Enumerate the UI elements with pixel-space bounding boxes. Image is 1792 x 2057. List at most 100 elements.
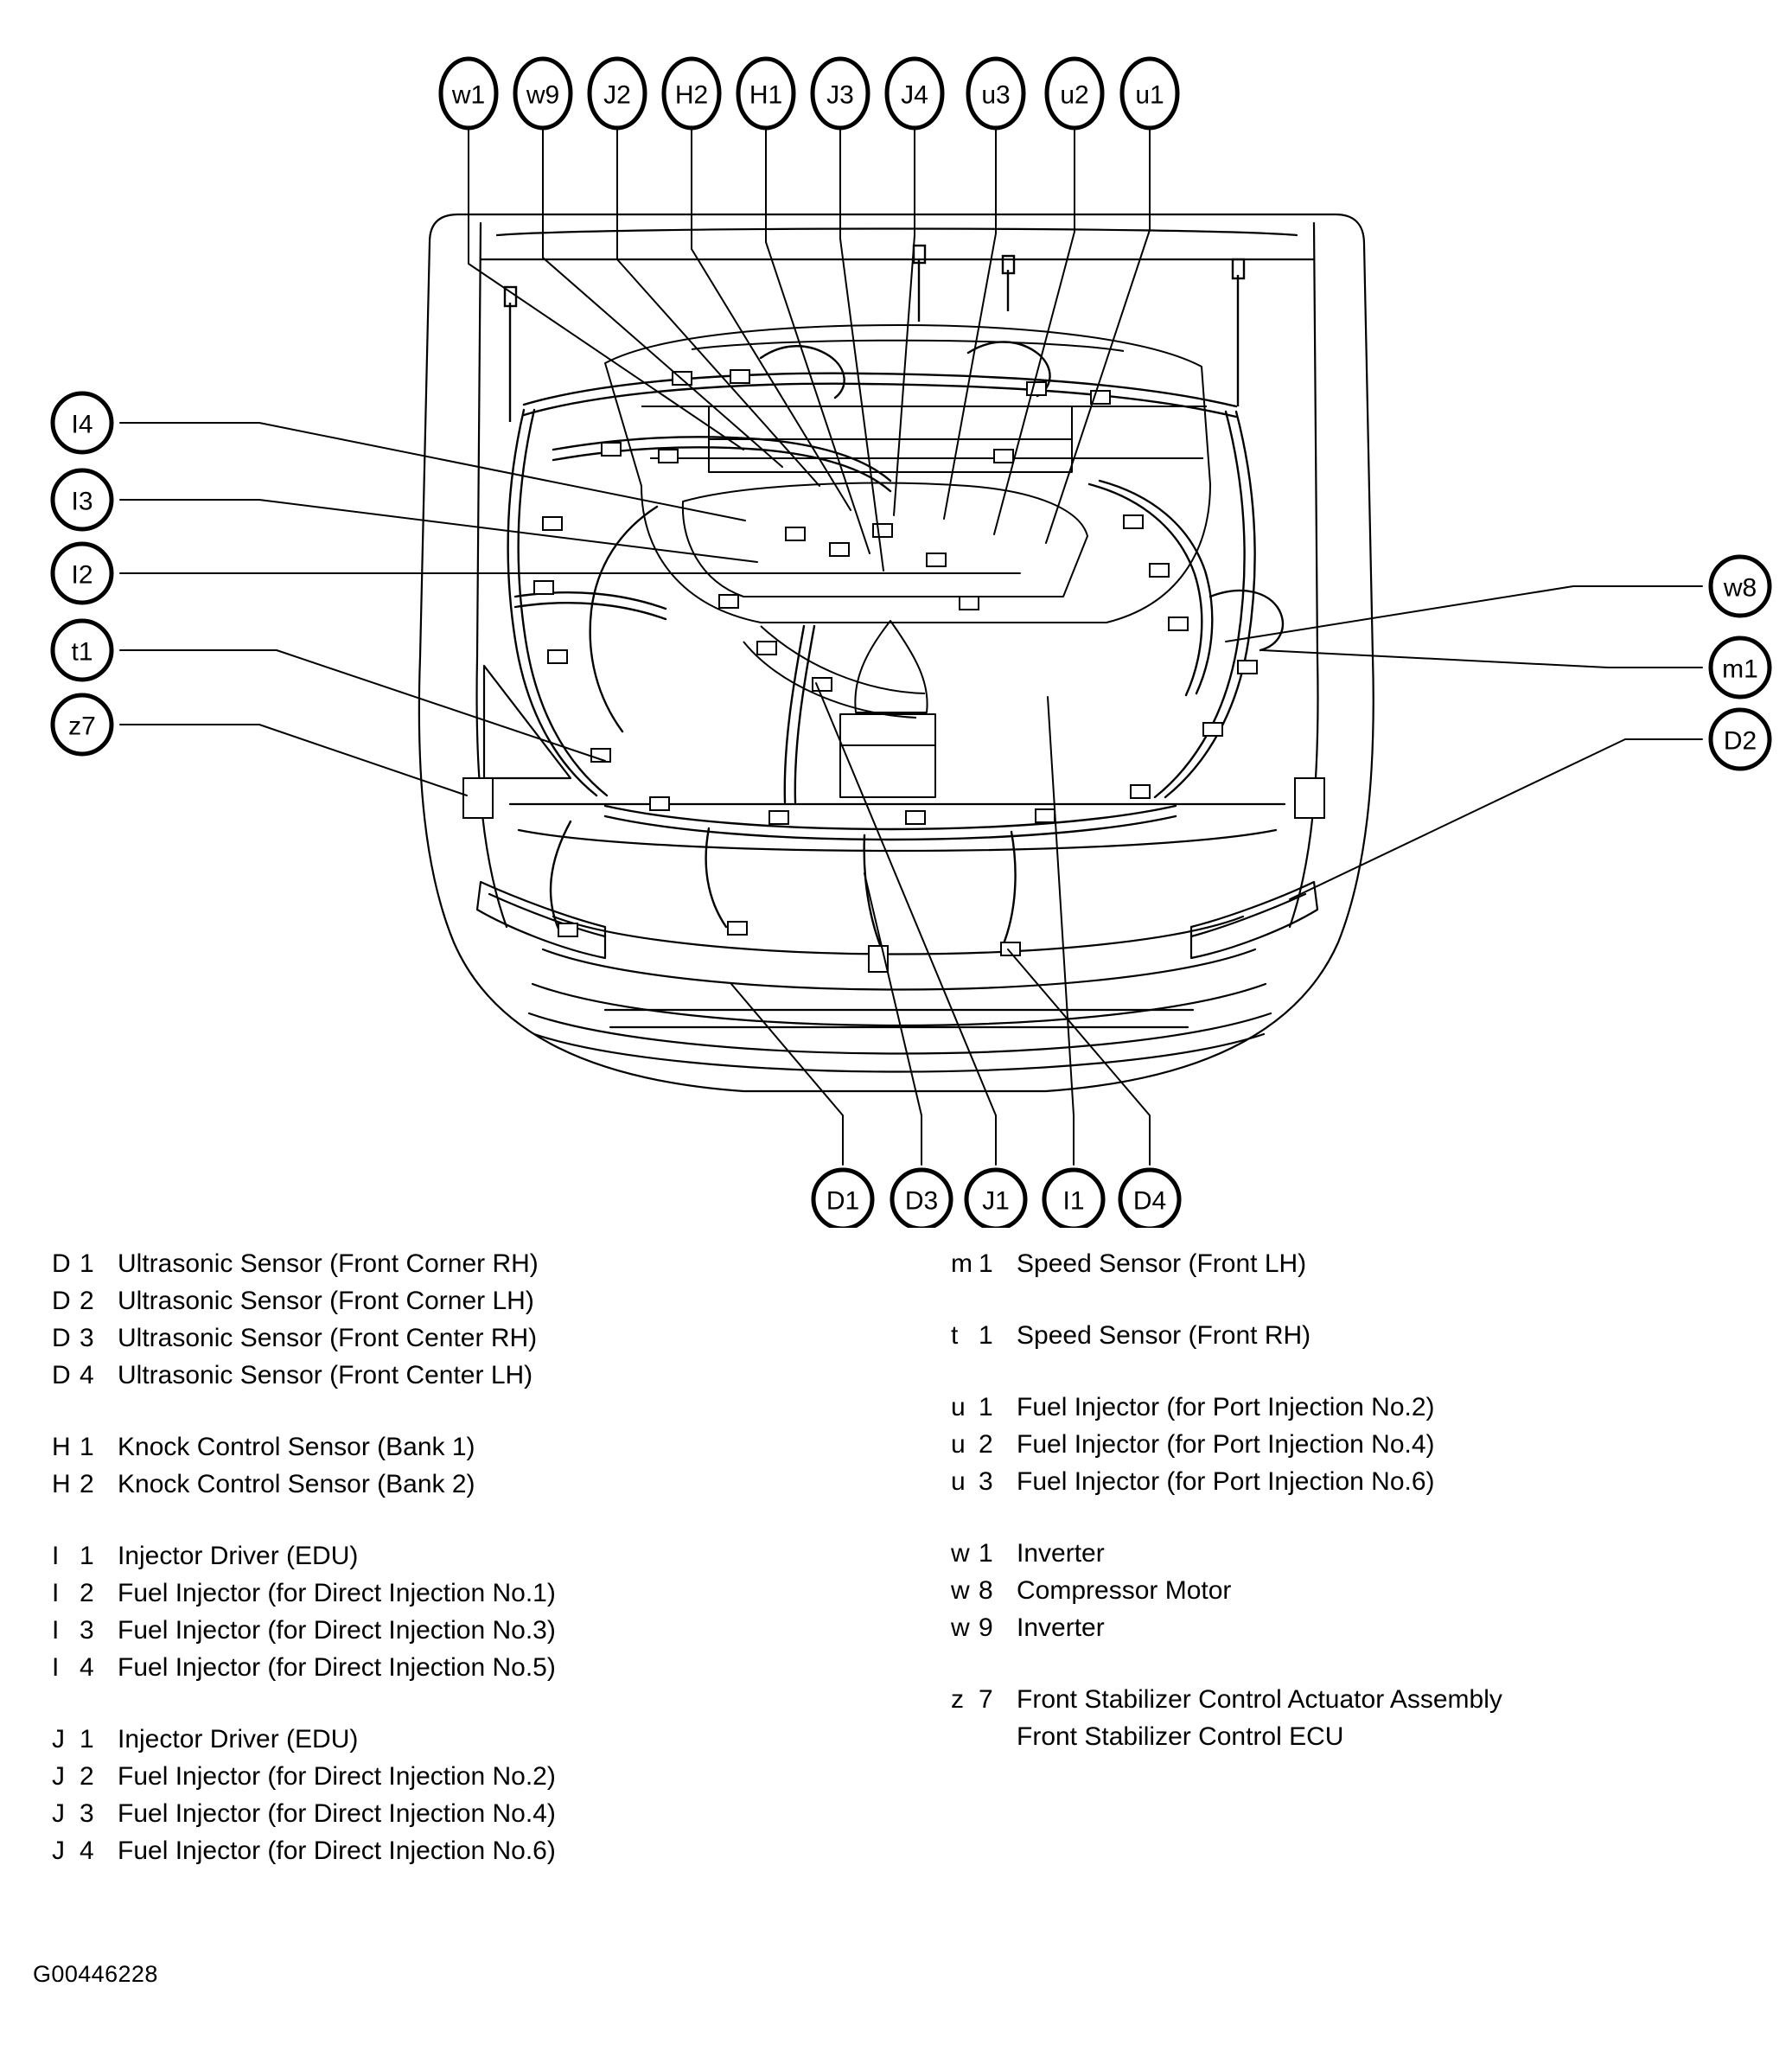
figure-code: G00446228 [33,1961,158,1987]
legend-code-number: 3 [80,1324,94,1352]
legend-code-number: 1 [80,1433,94,1461]
callout-label: I2 [71,561,92,590]
legend-description: Fuel Injector (for Port Injection No.6) [1017,1467,1435,1496]
legend-code-letter: D [52,1287,71,1315]
legend-description: Fuel Injector (for Direct Injection No.2… [118,1762,556,1791]
callout-label: D2 [1724,727,1757,756]
legend-code-letter: I [52,1579,60,1607]
callout-bubble-u1[interactable]: u1 [1119,56,1180,131]
legend-code-letter: D [52,1324,71,1352]
callout-bubble-j1[interactable]: J1 [964,1167,1028,1228]
callout-bubble-d4[interactable]: D4 [1118,1167,1182,1228]
legend-code-letter: u [951,1393,966,1421]
legend-description: Injector Driver (EDU) [118,1725,359,1754]
callout-label: I3 [71,488,92,516]
callout-label: w9 [526,81,559,110]
callout-label: w8 [1723,574,1757,603]
callout-label: u2 [1060,81,1088,110]
vehicle-body-outline [418,213,1374,1093]
legend-code-number: 1 [979,1393,993,1421]
callout-bubble-d2[interactable]: D2 [1708,707,1772,771]
legend-code-letter: J [52,1762,65,1791]
legend-description: Compressor Motor [1017,1576,1232,1605]
callout-leader-lines [119,127,1703,1166]
legend-code-letter: H [52,1470,71,1498]
harness-support-rods [503,244,1246,422]
legend-code-letter: J [52,1837,65,1865]
legend-description: Ultrasonic Sensor (Front Center RH) [118,1324,538,1352]
callout-bubble-i3[interactable]: I3 [50,468,114,532]
legend-row: u 1 Fuel Injector (for Port Injection No… [951,1389,1763,1426]
wiring-diagram-figure: w1 w9 J2 H2 H1 J3 J4 u3 [50,56,1772,1228]
callout-bubble-m1[interactable]: m1 [1708,636,1772,700]
callout-bubble-d1[interactable]: D1 [811,1167,875,1228]
legend-group-d: D 1 Ultrasonic Sensor (Front Corner RH) … [52,1245,899,1394]
legend-description: Fuel Injector (for Port Injection No.2) [1017,1393,1435,1421]
legend-code-number: 7 [979,1685,993,1714]
legend-code-letter: w [951,1576,970,1605]
legend-row: u 2 Fuel Injector (for Port Injection No… [951,1426,1763,1463]
legend-code-letter: u [951,1467,966,1496]
component-legend: D 1 Ultrasonic Sensor (Front Corner RH) … [0,1245,1792,1997]
legend-description: Fuel Injector (for Direct Injection No.5… [118,1653,556,1682]
callout-bubble-j3[interactable]: J3 [810,56,870,131]
callout-label: D3 [905,1187,938,1216]
legend-code-letter: J [52,1725,65,1754]
callout-label: H1 [749,81,782,110]
callout-label: z7 [68,712,96,741]
legend-row: J 3 Fuel Injector (for Direct Injection … [52,1795,899,1832]
legend-group-u: u 1 Fuel Injector (for Port Injection No… [951,1389,1763,1500]
callout-label: H2 [675,81,708,110]
legend-group-m: m 1 Speed Sensor (Front LH) [951,1245,1763,1282]
legend-code-number: 4 [80,1653,94,1682]
legend-code-letter: D [52,1249,71,1278]
legend-code-number: 3 [80,1616,94,1645]
legend-description: Fuel Injector (for Direct Injection No.1… [118,1579,556,1607]
callout-bubble-w9[interactable]: w9 [513,56,573,131]
callout-bubble-j2[interactable]: J2 [587,56,647,131]
callout-bubble-h2[interactable]: H2 [661,56,722,131]
legend-code-letter: I [52,1616,60,1645]
callout-bubble-i2[interactable]: I2 [50,541,114,605]
callout-bubble-i4[interactable]: I4 [50,391,114,455]
callout-bubble-w8[interactable]: w8 [1708,554,1772,618]
legend-code-number: 4 [80,1361,94,1389]
legend-description: Injector Driver (EDU) [118,1542,359,1570]
callout-bubble-w1[interactable]: w1 [438,56,499,131]
legend-row: w 9 Inverter [951,1609,1763,1646]
legend-code-number: 3 [80,1799,94,1828]
legend-code-number: 2 [80,1762,94,1791]
callout-label: J4 [901,81,928,110]
legend-code-letter: w [951,1613,970,1642]
legend-group-h: H 1 Knock Control Sensor (Bank 1) H 2 Kn… [52,1428,899,1503]
legend-row: D 1 Ultrasonic Sensor (Front Corner RH) [52,1245,899,1282]
callout-label: I4 [71,411,92,439]
legend-description: Ultrasonic Sensor (Front Corner LH) [118,1287,534,1315]
legend-row: D 3 Ultrasonic Sensor (Front Center RH) [52,1319,899,1357]
callout-bubble-u2[interactable]: u2 [1044,56,1105,131]
callout-bubble-d3[interactable]: D3 [890,1167,953,1228]
legend-description: Fuel Injector (for Direct Injection No.3… [118,1616,556,1645]
legend-row: z 7 Front Stabilizer Control Actuator As… [951,1681,1763,1718]
legend-group-w: w 1 Inverter w 8 Compressor Motor w 9 In… [951,1535,1763,1646]
callout-label: J2 [603,81,631,110]
callout-bubble-h1[interactable]: H1 [736,56,796,131]
legend-code-number: 2 [80,1470,94,1498]
legend-code-number: 1 [979,1321,993,1350]
legend-group-i: I 1 Injector Driver (EDU) I 2 Fuel Injec… [52,1537,899,1686]
legend-code-number: 2 [80,1287,94,1315]
callout-label: D1 [826,1187,859,1216]
callout-bubble-u3[interactable]: u3 [966,56,1026,131]
callout-bubble-j4[interactable]: J4 [884,56,945,131]
legend-description: Fuel Injector (for Direct Injection No.4… [118,1799,556,1828]
callout-label: J3 [826,81,854,110]
callout-bubble-t1[interactable]: t1 [50,618,114,682]
legend-row: I 1 Injector Driver (EDU) [52,1537,899,1575]
callout-bubble-z7[interactable]: z7 [50,693,114,757]
legend-description-continued: Front Stabilizer Control ECU [1017,1722,1344,1751]
legend-code-number: 2 [80,1579,94,1607]
legend-code-letter: z [951,1685,964,1714]
callout-label: I1 [1062,1187,1084,1216]
callout-bubble-i1[interactable]: I1 [1042,1167,1106,1228]
legend-code-number: 2 [979,1430,993,1459]
